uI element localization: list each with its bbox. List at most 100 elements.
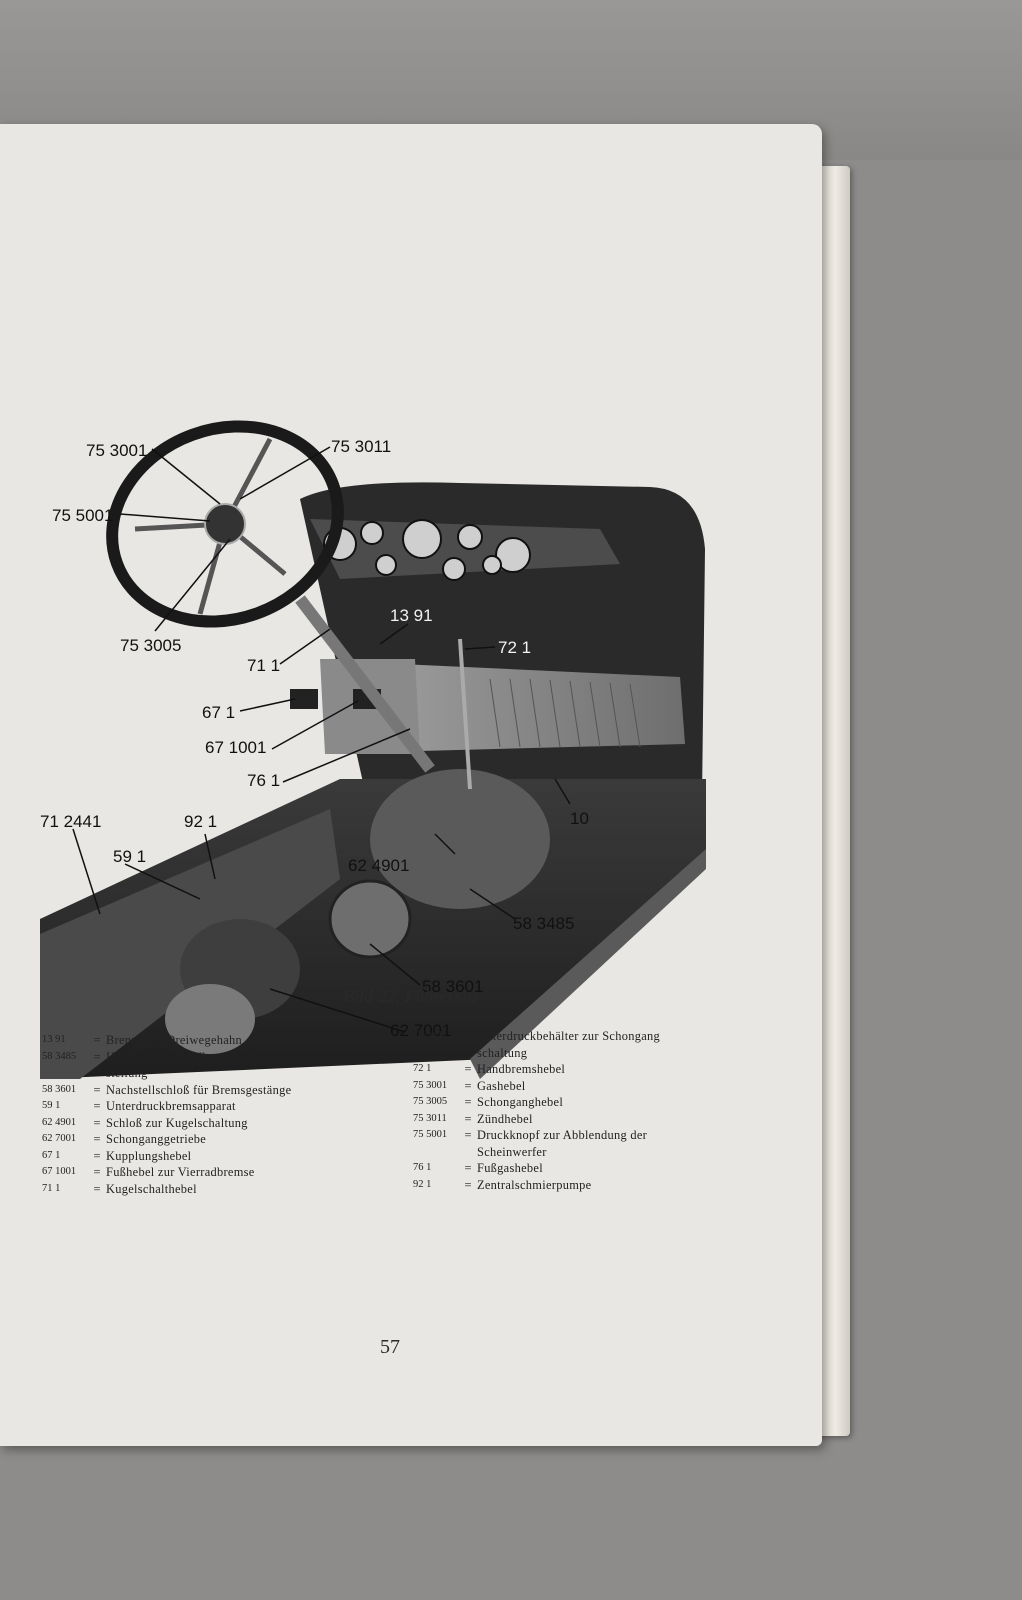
label-59-1: 59 1 — [113, 847, 146, 866]
legend-row: 58 3601=Nachstellschloß für Bremsgestäng… — [42, 1082, 382, 1099]
label-67-1001: 67 1001 — [205, 738, 266, 757]
label-71-1: 71 1 — [247, 656, 280, 675]
legend-eq: = — [464, 1078, 472, 1093]
label-75-5001: 75 5001 — [52, 506, 113, 525]
legend-desc: Unterdruckbehälter zur Schongang — [477, 1029, 661, 1043]
legend-eq: = — [93, 1082, 101, 1097]
legend-desc: Zündhebel — [477, 1111, 533, 1126]
legend-row: 71 1=Kugelschalthebel — [42, 1181, 382, 1198]
legend-row: 62 7001 = Schonganggetriebe — [42, 1131, 382, 1148]
label-62-7001: 62 7001 — [390, 1021, 451, 1040]
legend-eq — [88, 1065, 106, 1082]
label-58-3485: 58 3485 — [513, 914, 574, 933]
legend-desc: Zentralschmierpumpe — [477, 1177, 592, 1192]
legend-row: 67 1001=Fußhebel zur Vierradbremse — [42, 1164, 382, 1181]
legend-row: 71 2441 = Unterdruckbehälter zur Schongang — [413, 1028, 743, 1045]
legend-code — [413, 1144, 459, 1161]
legend-desc: Schonganghebel — [477, 1095, 564, 1109]
label-58-3601: 58 3601 — [422, 977, 483, 996]
legend-eq: = — [464, 1062, 472, 1076]
legend-row: 13 91=Brennstoff-Dreiwegehahn — [42, 1032, 382, 1049]
axle-component — [165, 984, 255, 1054]
legend-code: 58 3601 — [42, 1083, 77, 1095]
page-number: 57 — [380, 1336, 400, 1358]
legend-code: 75 3005 — [413, 1096, 448, 1107]
legend-code: 75 3001 — [413, 1079, 448, 1091]
gearbox — [370, 769, 550, 909]
legend-code: 62 7001 — [42, 1133, 77, 1144]
label-75-3001: 75 3001 — [86, 441, 147, 460]
legend-eq: = — [464, 1111, 472, 1126]
legend-desc: Kupplungshebel — [106, 1148, 192, 1163]
legend-row: 75 3001 = Gashebel — [413, 1078, 743, 1095]
legend-row: 58 3485=Handrad zur Handbremsnach- — [42, 1049, 382, 1066]
label-76-1: 76 1 — [247, 771, 280, 790]
legend-desc: Schloß zur Kugelschaltung — [106, 1115, 248, 1130]
legend-desc: Brennstoff-Dreiwegehahn — [106, 1033, 243, 1047]
label-13-91: 13 91 — [390, 606, 433, 625]
floor-plate — [400, 664, 685, 751]
legend-code: 92 1 — [413, 1178, 432, 1190]
clutch-pedal — [290, 689, 318, 709]
legend-row: 76 1=Fußgashebel — [413, 1160, 743, 1177]
legend-eq: = — [93, 1148, 101, 1163]
legend-eq: = — [93, 1181, 101, 1196]
legend-eq: = — [464, 1029, 472, 1043]
steering-column — [295, 595, 435, 773]
legend-row: 72 1=Handbremshebel — [413, 1061, 743, 1078]
legend-right: 71 2441 = Unterdruckbehälter zur Schongang… — [413, 1028, 743, 1193]
legend-row: schaltung — [413, 1045, 743, 1062]
legend-code — [42, 1065, 88, 1082]
driver-seat-photo: 75 3001 75 3011 75 5001 75 3005 13 91 71… — [40, 420, 706, 1079]
legend-desc: Gashebel — [477, 1078, 526, 1093]
legend-row: 75 3011 = Zündhebel — [413, 1111, 743, 1128]
label-75-3005: 75 3005 — [120, 636, 181, 655]
gear-lever — [458, 638, 472, 790]
figure-caption: Bild 22. Führersitz — [343, 986, 479, 1006]
legend-eq — [459, 1045, 477, 1062]
book-page: 75 3001 75 3011 75 5001 75 3005 13 91 71… — [0, 124, 822, 1446]
legend-code: 72 1 — [413, 1063, 432, 1074]
legend-row: stellung — [42, 1065, 382, 1082]
frame-rail-right — [470, 849, 706, 1079]
legend-row: 67 1=Kupplungshebel — [42, 1148, 382, 1165]
label-92-1: 92 1 — [184, 812, 217, 831]
legend-eq: = — [464, 1095, 472, 1109]
legend-code: 67 1001 — [42, 1166, 77, 1177]
legend-desc: Schonganggetriebe — [106, 1132, 207, 1146]
legend-eq: = — [93, 1049, 101, 1064]
label-62-4901: 62 4901 — [348, 856, 409, 875]
drive-flange — [328, 879, 412, 959]
legend-desc: Scheinwerfer — [477, 1144, 547, 1159]
legend-row: 62 4901 = Schloß zur Kugelschaltung — [42, 1115, 382, 1132]
label-67-1: 67 1 — [202, 703, 235, 722]
legend-desc: Handrad zur Handbremsnach- — [106, 1049, 264, 1064]
label-10: 10 — [570, 809, 589, 828]
legend-desc: schaltung — [477, 1045, 528, 1060]
legend-eq: = — [93, 1099, 101, 1113]
legend-eq — [459, 1144, 477, 1161]
legend-desc: Fußgashebel — [477, 1161, 543, 1175]
legend-code: 62 4901 — [42, 1116, 77, 1128]
label-72-1: 72 1 — [498, 638, 531, 657]
legend-row: Scheinwerfer — [413, 1144, 743, 1161]
legend-code: 71 2441 — [413, 1030, 448, 1041]
legend-eq: = — [93, 1115, 101, 1130]
legend-eq: = — [93, 1132, 101, 1146]
legend-desc: Druckknopf zur Abblendung der — [477, 1128, 648, 1142]
legend-eq: = — [464, 1177, 472, 1192]
legend-code: 75 3011 — [413, 1112, 447, 1124]
legend-desc: Fußhebel zur Vierradbremse — [106, 1165, 255, 1179]
legend-code: 13 91 — [42, 1034, 66, 1045]
legend-eq: = — [464, 1161, 472, 1175]
legend-row: 75 3005 = Schonganghebel — [413, 1094, 743, 1111]
legend-code: 59 1 — [42, 1100, 61, 1111]
label-71-2441: 71 2441 — [40, 812, 101, 831]
legend-code — [413, 1045, 459, 1062]
leader-lines — [72, 446, 571, 1033]
legend-row: 59 1 = Unterdruckbremsapparat — [42, 1098, 382, 1115]
legend-row: 75 5001=Druckknopf zur Abblendung der — [413, 1127, 743, 1144]
legend-desc: Unterdruckbremsapparat — [106, 1099, 236, 1113]
steering-wheel — [106, 420, 344, 628]
